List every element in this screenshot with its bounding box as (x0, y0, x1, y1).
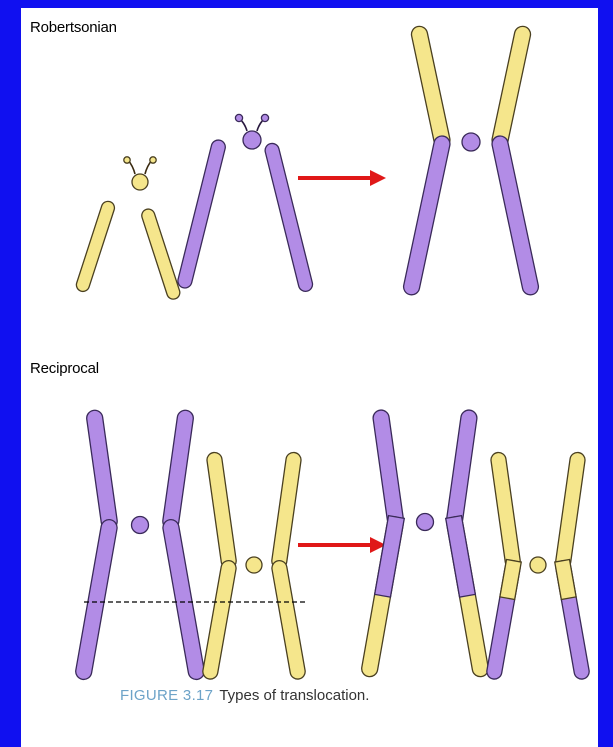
reciprocal-yellow-chromosome (202, 452, 307, 681)
figure-caption: FIGURE 3.17 Types of translocation. (120, 687, 369, 704)
reciprocal-purple-chromosome (74, 409, 205, 680)
reciprocal-result-yellow (486, 452, 591, 681)
reciprocal-label: Reciprocal (30, 360, 99, 377)
robertsonian-label: Robertsonian (30, 19, 117, 36)
figure-number: FIGURE 3.17 (120, 687, 213, 704)
robertsonian-yellow-acrocentric (75, 157, 182, 301)
robertsonian-fused-chromosome (402, 25, 540, 296)
robertsonian-purple-acrocentric (176, 114, 314, 292)
reciprocal-arrow (298, 537, 386, 553)
caption-text: Types of translocation. (219, 687, 369, 704)
robertsonian-arrow (298, 170, 386, 186)
